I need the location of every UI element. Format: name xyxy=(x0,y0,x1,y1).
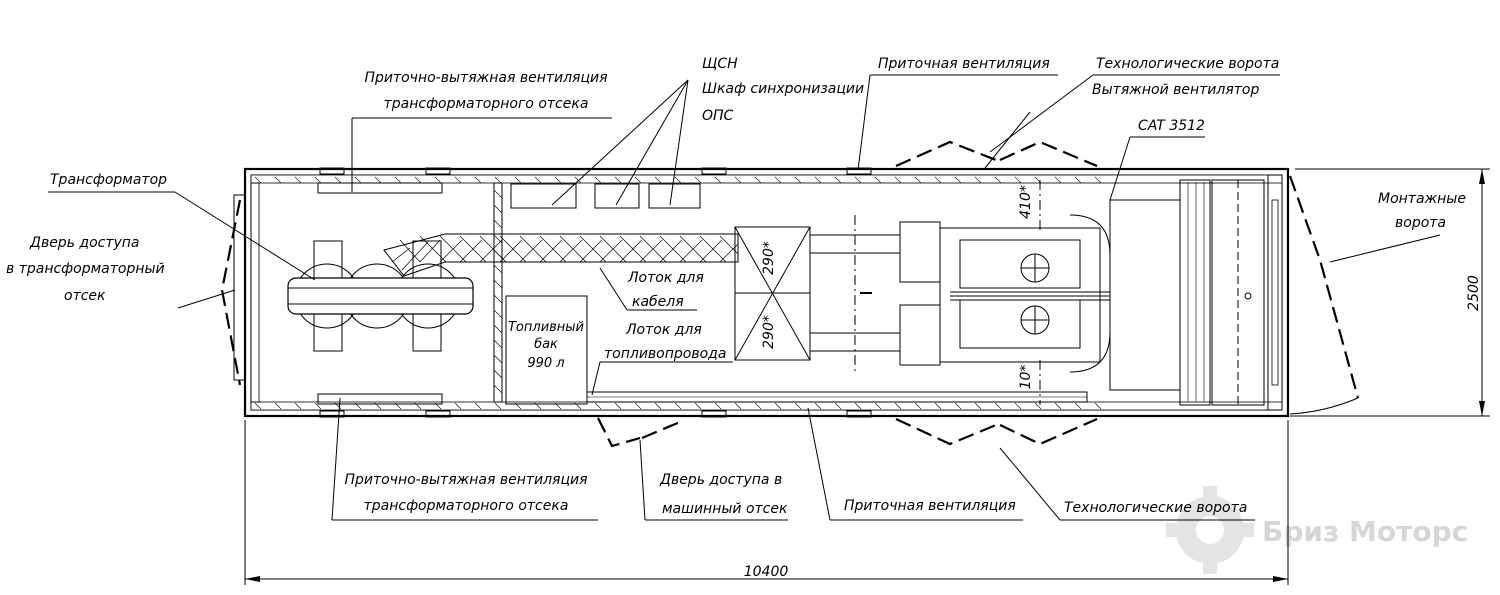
label-exhaust-fan: Вытяжной вентилятор xyxy=(1092,82,1259,98)
label-door-machine-line2: машинный отсек xyxy=(662,501,788,517)
tech-gate-bottom xyxy=(895,417,1098,446)
label-supply-vent-top: Приточная вентиляция xyxy=(878,56,1050,72)
watermark-logo: Бриз Моторс xyxy=(1166,486,1468,574)
transformer xyxy=(287,240,474,352)
label-door-transformer-line1: Дверь доступа xyxy=(29,235,140,251)
crossed-frame xyxy=(734,226,811,361)
dim-290-marks: 290* 290* 410* 10* xyxy=(761,185,1034,389)
dim-290-top: 290* xyxy=(761,241,777,275)
label-tech-gate-bottom: Технологические ворота xyxy=(1064,500,1247,516)
label-door-machine-line1: Дверь доступа в xyxy=(659,472,782,488)
vent-grilles xyxy=(317,167,872,418)
label-vent-transformer-bottom-line1: Приточно-вытяжная вентиляция xyxy=(344,472,587,488)
label-mount-gate-line1: Монтажные xyxy=(1378,191,1466,207)
label-ops: ОПС xyxy=(702,108,734,124)
label-fuel-tray-line1: Лоток для xyxy=(625,322,702,338)
width-value: 2500 xyxy=(1466,275,1482,311)
label-vent-transformer-bottom-line2: трансформаторного отсека xyxy=(364,498,569,514)
label-mount-gate-line2: ворота xyxy=(1395,215,1446,231)
label-cable-tray-line1: Лоток для xyxy=(627,270,704,286)
length-value: 10400 xyxy=(744,564,789,580)
label-fuel-tank-line3: 990 л xyxy=(527,356,564,371)
mounting-gate xyxy=(1288,175,1360,415)
label-cat-3512: CAT 3512 xyxy=(1138,118,1205,134)
dim-width: 2500 xyxy=(1290,168,1490,417)
label-cable-tray-line2: кабеля xyxy=(632,294,684,310)
tech-gate-top xyxy=(895,140,1098,168)
label-door-transformer-line2: в трансформаторный xyxy=(6,261,165,277)
label-supply-vent-bottom: Приточная вентиляция xyxy=(844,498,1016,514)
genset-frame xyxy=(809,215,901,372)
fuel-tank xyxy=(505,295,588,405)
fuel-pipeline-tray xyxy=(586,391,1088,403)
label-door-transformer-line3: отсек xyxy=(64,288,106,304)
label-vent-transformer-top-line2: трансформаторного отсека xyxy=(384,96,589,112)
engine-cat-3512 xyxy=(899,179,1265,406)
machine-room-door xyxy=(597,417,681,448)
label-fuel-tank-line2: бак xyxy=(534,337,558,352)
cable-tray xyxy=(383,233,739,277)
transformer-door xyxy=(220,194,246,386)
label-tech-gate-top: Технологические ворота xyxy=(1096,56,1279,72)
label-fuel-tray-line2: топливопровода xyxy=(604,346,726,362)
label-vent-transformer-top-line1: Приточно-вытяжная вентиляция xyxy=(364,70,607,86)
dim-length: 10400 xyxy=(244,420,1289,585)
dim-290-bottom: 290* xyxy=(761,315,777,349)
watermark-text: Бриз Моторс xyxy=(1262,515,1468,548)
cabinets xyxy=(510,183,701,209)
dim-10: 10* xyxy=(1018,365,1034,390)
label-shsn: ЩСН xyxy=(702,56,738,72)
label-fuel-tank-line1: Топливный xyxy=(508,320,584,335)
leader-lines xyxy=(48,74,1441,521)
label-transformer: Трансформатор xyxy=(50,172,167,188)
label-sync-cabinet: Шкаф синхронизации xyxy=(702,81,864,97)
labels: Приточно-вытяжная вентиляция трансформат… xyxy=(6,56,1466,517)
dim-410: 410* xyxy=(1018,185,1034,219)
